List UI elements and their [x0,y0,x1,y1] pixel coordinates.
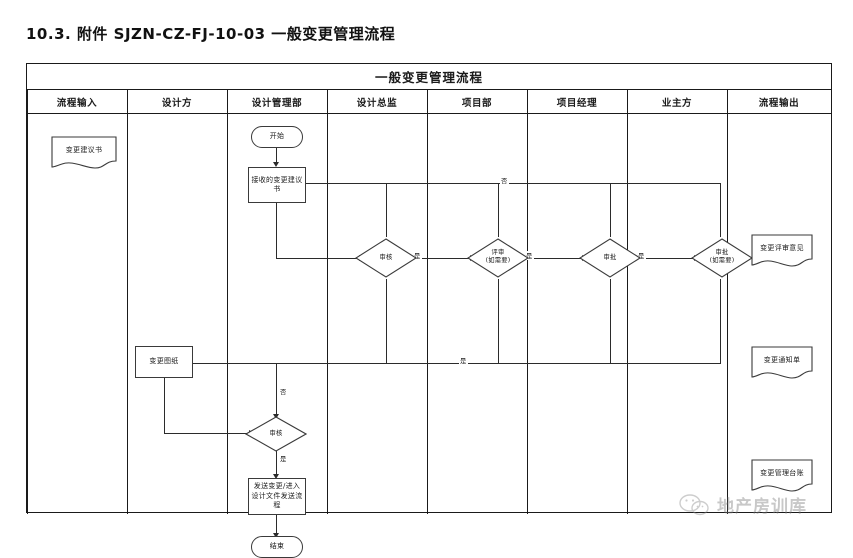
wechat-icon [679,493,709,515]
decision-approve-1-label: 审批 [603,254,617,261]
document-change-notice: 变更通知单 [751,346,813,380]
lane-divider-0 [27,90,29,514]
lane-divider-1 [127,90,129,514]
document-review-opinion-label: 变更评审意见 [760,244,804,252]
lane-header-row: 流程输入 设计方 设计管理部 设计总监 项目部 项目经理 业主方 流程输出 [27,90,831,114]
connector-appraise-to-approve1 [524,258,586,260]
lane-header-project-dept: 项目部 [461,97,493,109]
decision-review-2: 审核 [245,416,307,452]
document-review-opinion: 变更评审意见 [751,234,813,268]
lane-header-owner: 业主方 [661,97,693,109]
lane-divider-5 [527,90,529,514]
lane-header-process-output: 流程输出 [758,97,800,109]
connector-review2-to-send [276,451,278,477]
connector-receive-to-review1 [276,258,362,260]
connector-approve2-top-up [720,184,722,237]
connector-drawing-to-review2 [164,433,252,435]
watermark: 地产房训库 [678,492,807,517]
flowchart-banner-title: 一般变更管理流程 [374,70,483,85]
decision-appraise-label: 评审 (如需要) [485,249,511,264]
decision-review-1: 审核 [355,238,417,278]
decision-review-1-label: 审核 [379,254,393,261]
process-send-change: 发送变更/进入设计文件发送流程 [248,478,306,515]
connector-receive-down [276,202,278,259]
lane-header-process-input: 流程输入 [56,97,98,109]
document-change-ledger: 变更管理台账 [751,459,813,493]
connector-approve1-to-approve2 [636,258,698,260]
lane-header-designer: 设计方 [161,97,193,109]
connector-review1-to-appraise [412,258,474,260]
document-change-proposal: 变更建议书 [51,136,117,170]
process-change-drawing: 变更图纸 [135,346,193,378]
document-change-proposal-label: 变更建议书 [65,146,103,154]
flowchart-banner: 一般变更管理流程 [27,64,831,90]
lane-divider-4 [427,90,429,514]
lane-divider-6 [627,90,629,514]
connector-start-to-receive [276,147,278,164]
lane-header-design-director: 设计总监 [356,97,398,109]
edge-label-no-mid: 否 [279,387,288,396]
connector-drawing-down [164,378,166,434]
decision-approve-1: 审批 [579,238,641,278]
decision-appraise: 评审 (如需要) [467,238,529,278]
connector-send-to-end [276,514,278,536]
arrowhead-send-to-end [273,533,279,538]
decision-review-2-label: 审核 [269,430,283,437]
edge-label-no-top: 否 [500,176,509,185]
watermark-text: 地产房训库 [717,497,807,517]
connector-review1-bottom-stub [386,279,388,364]
page-title: 10.3. 附件 SJZN-CZ-FJ-10-03 一般变更管理流程 [26,25,396,43]
connector-review1-top-stub [386,183,388,237]
connector-approve1-bottom-stub [610,279,612,364]
connector-approve2-bottom-down [720,279,722,364]
lane-divider-7 [727,90,729,514]
connector-bottom-feedback-to-drawing [179,363,721,365]
lane-divider-2 [227,90,229,514]
edge-label-yes-final: 是 [279,454,288,463]
document-change-notice-label: 变更通知单 [763,356,801,364]
lane-header-design-mgmt: 设计管理部 [251,97,303,109]
flowchart-frame: 一般变更管理流程 流程输入 设计方 设计管理部 设计总监 项目部 项目经理 业主… [26,63,832,558]
decision-approve-2: 审批 (如需要) [691,238,753,278]
connector-approve1-top-stub [610,183,612,237]
lane-header-project-manager: 项目经理 [556,97,598,109]
connector-no-branch-to-review2 [276,363,278,416]
arrowhead-start-to-receive [273,162,279,167]
terminator-start: 开始 [251,126,303,148]
edge-label-yes-3: 是 [637,251,646,260]
edge-label-yes-bottom: 是 [459,356,468,365]
document-change-ledger-label: 变更管理台账 [760,469,804,477]
process-receive-proposal: 接收的变更建议书 [248,167,306,203]
terminator-end: 结束 [251,536,303,558]
edge-label-yes-2: 是 [525,251,534,260]
arrowhead-review2-to-send [273,474,279,479]
connector-appraise-top-stub [498,183,500,237]
lane-divider-3 [327,90,329,514]
edge-label-yes-1: 是 [413,251,422,260]
decision-approve-2-label: 审批 (如需要) [709,249,735,264]
connector-appraise-bottom-stub [498,279,500,364]
